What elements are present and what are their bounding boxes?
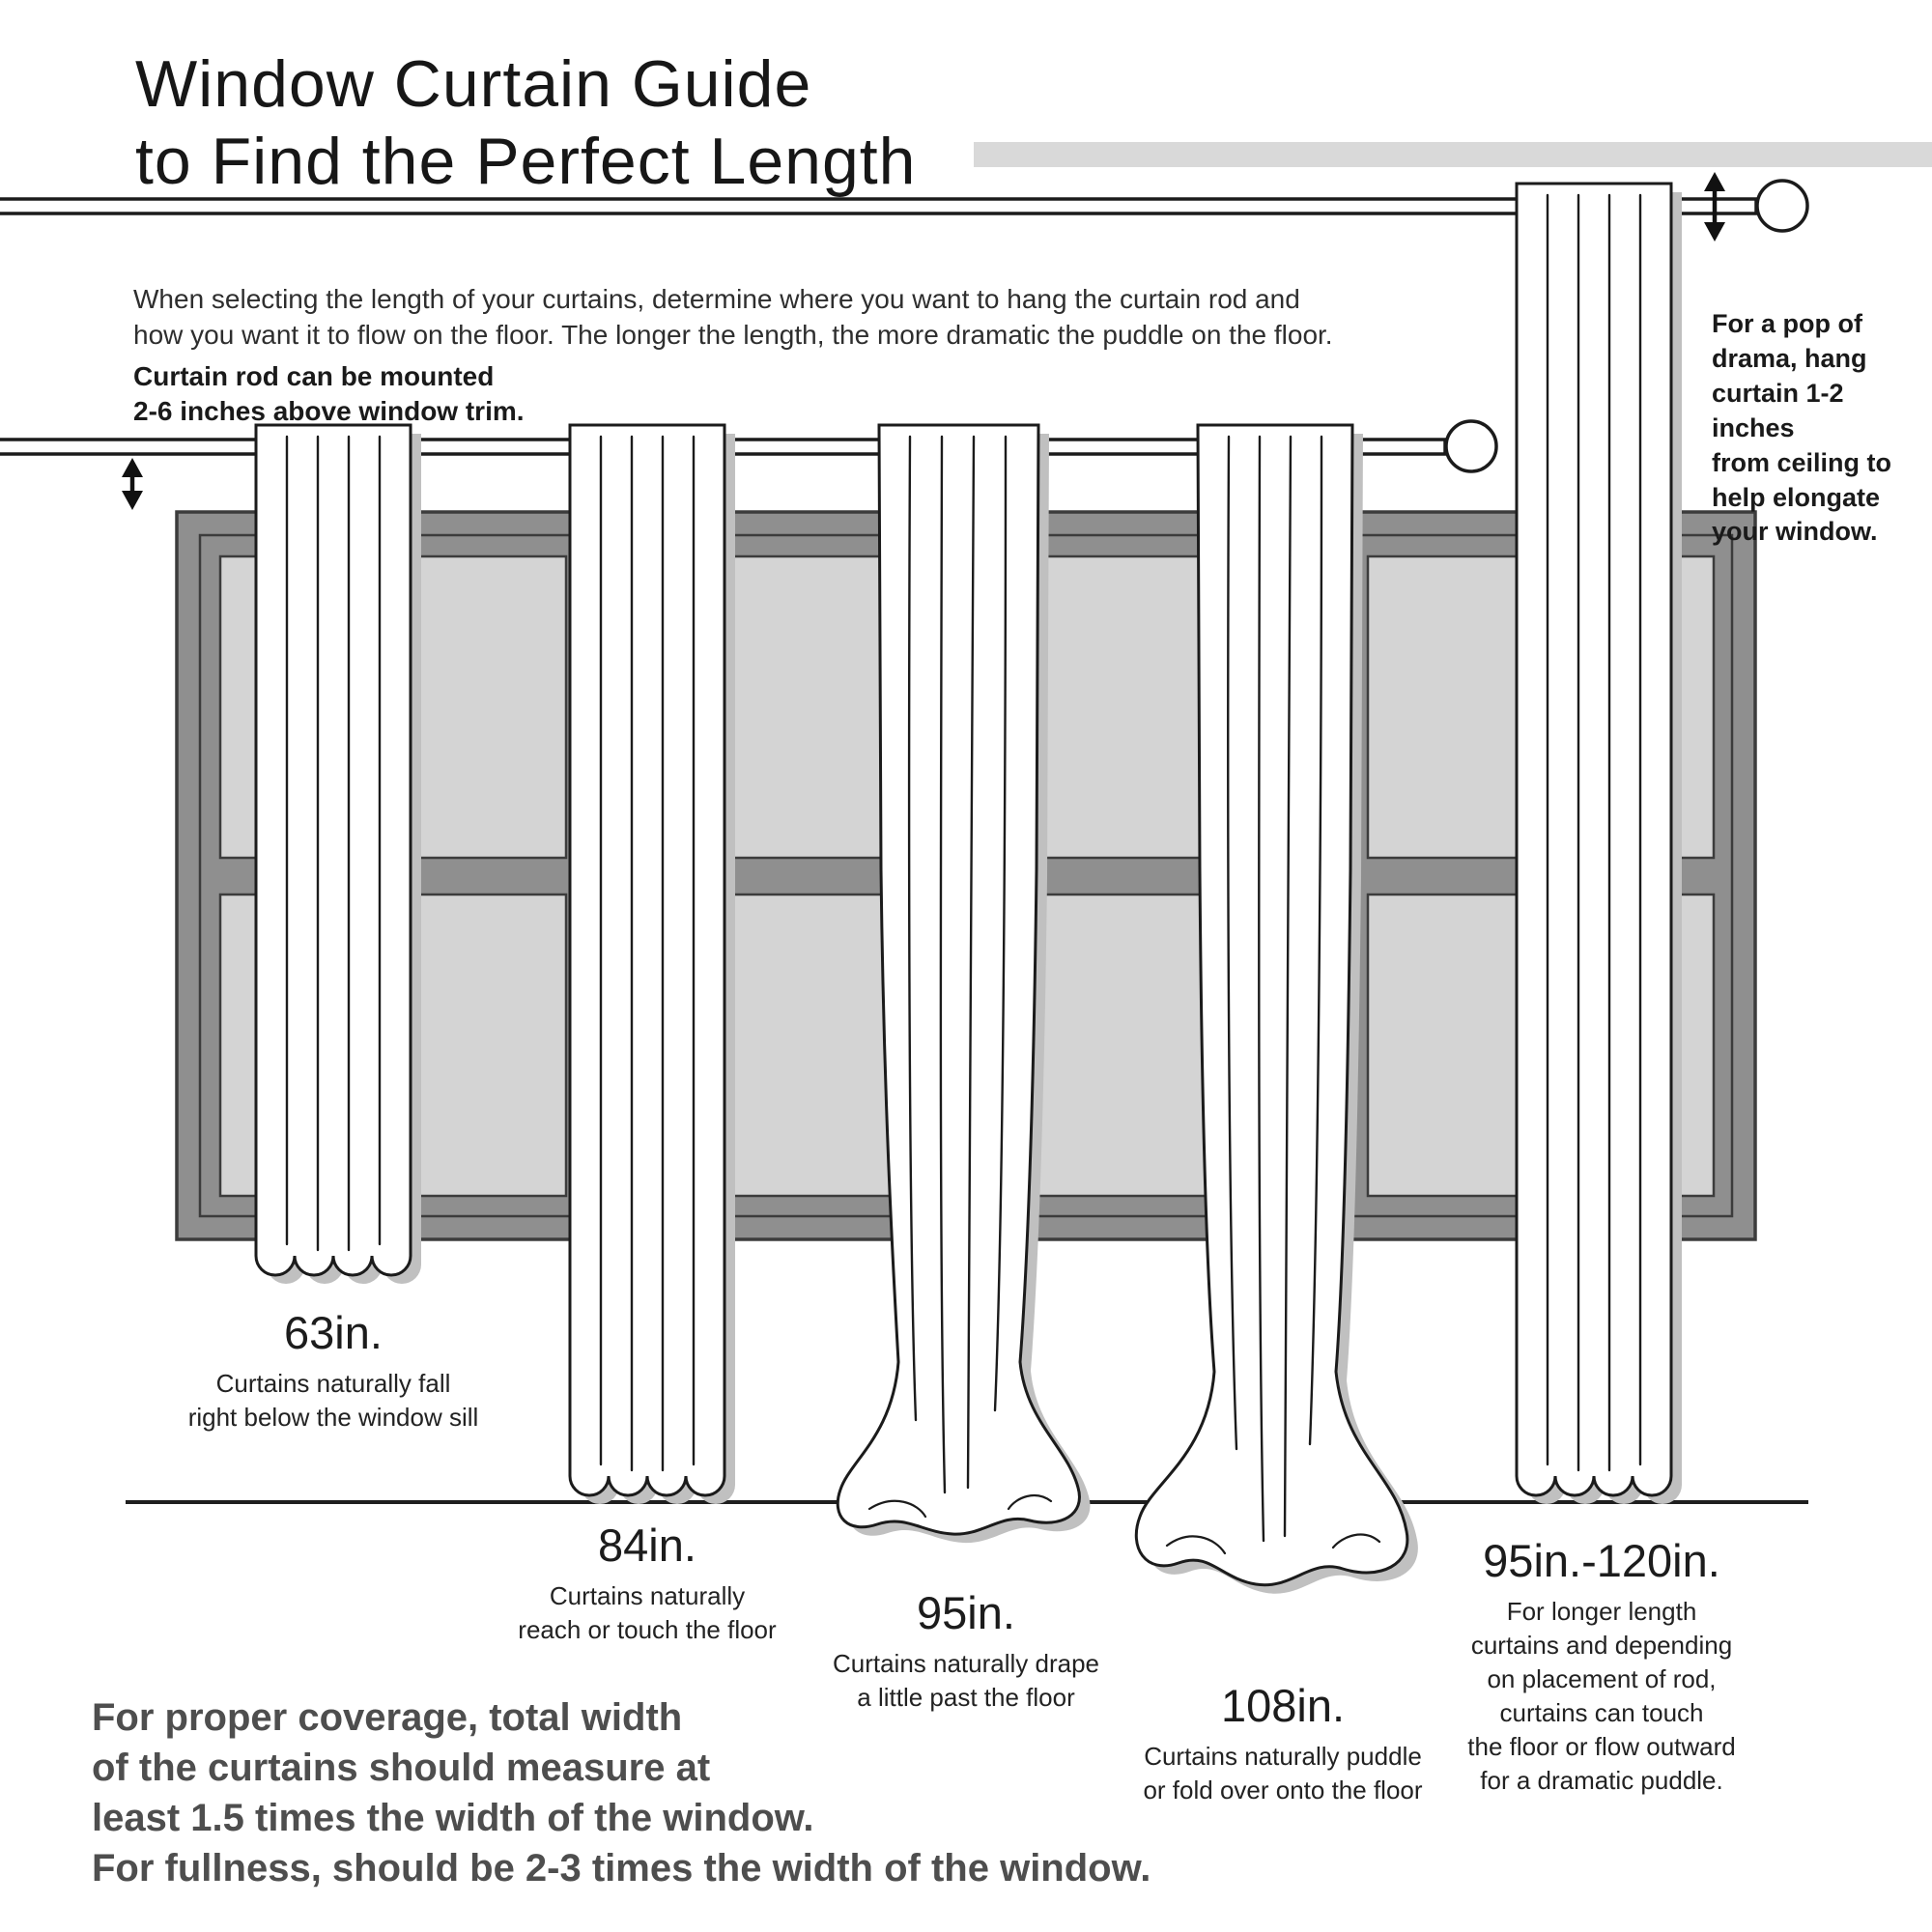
curtain-panel-95in — [836, 423, 1091, 1544]
curtain-panel-84in — [568, 423, 735, 1504]
curtain-108-label: 108in. Curtains naturally puddle or fold… — [1094, 1679, 1472, 1807]
curtain-95-label: 95in. Curtains naturally drape a little … — [773, 1586, 1159, 1715]
rod-finial-lower — [1444, 419, 1498, 473]
curtain-84-length: 84in. — [598, 1520, 696, 1571]
ceiling-drama-note: For a pop of drama, hang curtain 1-2 inc… — [1712, 309, 1892, 547]
mount-height-arrow-icon — [122, 458, 143, 510]
curtain-panel-108in — [1134, 423, 1418, 1594]
curtain-108-description: Curtains naturally puddle or fold over o… — [1143, 1742, 1423, 1805]
curtain-95-length: 95in. — [917, 1587, 1015, 1638]
curtain-84-label: 84in. Curtains naturally reach or touch … — [454, 1519, 840, 1647]
coverage-footer-note: For proper coverage, total width of the … — [92, 1696, 1151, 1889]
curtain-108-length: 108in. — [1220, 1680, 1346, 1731]
ceiling-gap-arrow-icon — [1704, 172, 1725, 242]
curtain-rod-upper — [0, 179, 1809, 233]
curtain-63-label: 63in. Curtains naturally fall right belo… — [140, 1306, 526, 1435]
curtain-panel-63in — [254, 423, 421, 1284]
curtain-95-120-length: 95in.-120in. — [1483, 1535, 1720, 1586]
curtain-panel-95-120in — [1515, 182, 1682, 1504]
curtain-63-description: Curtains naturally fall right below the … — [187, 1369, 479, 1433]
curtain-84-description: Curtains naturally reach or touch the fl… — [518, 1581, 777, 1645]
curtain-95-120-description: For longer length curtains and depending… — [1467, 1597, 1736, 1796]
curtain-63-length: 63in. — [284, 1307, 383, 1358]
rod-mount-note: Curtain rod can be mounted 2-6 inches ab… — [133, 361, 525, 427]
intro-text: When selecting the length of your curtai… — [133, 284, 1333, 350]
rod-finial-upper — [1755, 179, 1809, 233]
ceiling-bar — [974, 142, 1932, 167]
curtain-95-120-label: 95in.-120in. For longer length curtains … — [1412, 1534, 1791, 1799]
page-title: Window Curtain Guide to Find the Perfect… — [135, 47, 917, 198]
curtain-95-description: Curtains naturally drape a little past t… — [832, 1649, 1100, 1713]
